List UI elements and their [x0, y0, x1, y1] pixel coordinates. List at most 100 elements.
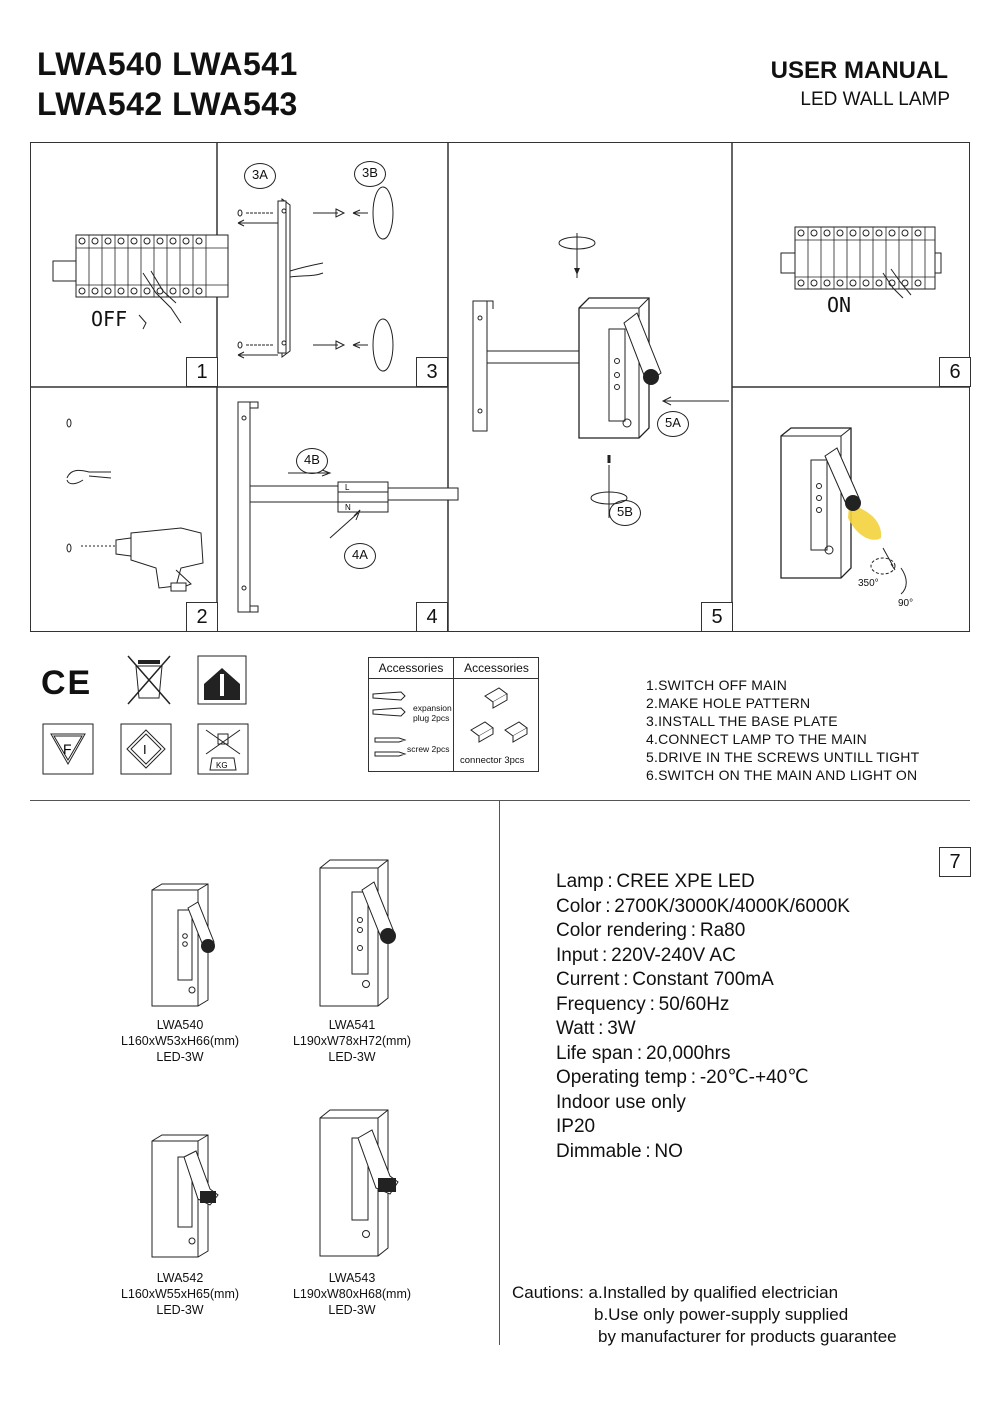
specifications: Lamp : CREE XPE LED Color : 2700K/3000K/…	[556, 870, 850, 1164]
model-power: LED-3W	[156, 1050, 204, 1064]
wiring-connector-icon: L N	[237, 401, 459, 613]
horizontal-divider	[30, 800, 970, 801]
connector-letter-l: L	[345, 483, 350, 492]
screw-label: screw 2pcs	[407, 744, 450, 754]
spec-lamp: Lamp : CREE XPE LED	[556, 871, 755, 892]
weee-bin-icon	[127, 655, 171, 705]
spec-indoor: Indoor use only	[556, 1091, 686, 1113]
panel-number: 2	[186, 602, 218, 632]
model-name: LWA541	[328, 1018, 376, 1032]
model-lwa541-info: LWA541 L190xW78xH72(mm) LED-3W	[282, 1017, 422, 1065]
lamp-lwa541-drawing	[319, 859, 396, 1007]
model-power: LED-3W	[156, 1303, 204, 1317]
panel-number: 3	[416, 357, 448, 387]
panel-1: OFF 1	[31, 143, 229, 388]
step-item: 4.CONNECT LAMP TO THE MAIN	[646, 731, 867, 747]
expansion-plug-icon	[372, 691, 407, 757]
terminal-block-icon	[780, 226, 942, 299]
panel-number: 4	[416, 602, 448, 632]
model-power: LED-3W	[328, 1303, 376, 1317]
spec-input: Input : 220V-240V AC	[556, 944, 736, 966]
step-item: 5.DRIVE IN THE SCREWS UNTILL TIGHT	[646, 749, 920, 765]
spec-life-span: Life span : 20,000hrs	[556, 1042, 731, 1064]
model-dimensions: L190xW78xH72(mm)	[292, 1034, 412, 1048]
model-name: LWA542	[156, 1271, 204, 1285]
accessories-header-1: Accessories	[369, 658, 454, 679]
f-mark-icon: F	[42, 723, 94, 775]
accessories-table: Accessories Accessories expansion plug 2…	[368, 657, 539, 772]
grid-lines	[30, 142, 970, 632]
switch-on-label: ON	[827, 293, 852, 317]
spec-ip: IP20	[556, 1116, 596, 1137]
step-item: 3.INSTALL THE BASE PLATE	[646, 713, 838, 729]
installation-steps: 1.SWITCH OFF MAIN 2.MAKE HOLE PATTERN 3.…	[646, 676, 919, 784]
model-dimensions: L160xW55xH65(mm)	[120, 1287, 240, 1301]
spec-watt: Watt : 3W	[556, 1018, 636, 1039]
title-line-1: LWA540 LWA541	[37, 46, 298, 82]
weight-label: KG	[216, 761, 228, 770]
model-lwa542-info: LWA542 L160xW55xH65(mm) LED-3W	[110, 1270, 250, 1318]
panel-number: 7	[939, 847, 971, 877]
spec-operating-temp: Operating temp : -20℃-+40℃	[556, 1067, 809, 1088]
panel-number: 1	[186, 357, 218, 387]
spec-current: Current : Constant 700mA	[556, 969, 774, 990]
lamp-rotation-icon	[780, 427, 907, 595]
model-name: LWA540	[156, 1018, 204, 1032]
ce-mark: CE	[41, 664, 93, 702]
panel-4: 4B 4A L N 4	[218, 388, 459, 633]
rotation-horizontal-label: 350°	[858, 578, 879, 589]
expansion-plug-label-2: plug 2pcs	[413, 713, 450, 723]
column-divider	[453, 658, 454, 771]
callout-4a: 4A	[344, 543, 376, 569]
spec-color-rendering: Color rendering : Ra80	[556, 920, 746, 941]
panel-6: ON 6	[733, 143, 971, 388]
model-lwa540-info: LWA540 L160xW53xH66(mm) LED-3W	[110, 1017, 250, 1065]
callout-3a: 3A	[244, 163, 276, 189]
step-item: 1.SWITCH OFF MAIN	[646, 677, 788, 693]
model-power: LED-3W	[328, 1050, 376, 1064]
connector-letter-n: N	[345, 503, 351, 512]
manual-title: USER MANUAL	[770, 57, 948, 84]
model-lwa543-info: LWA543 L190xW80xH68(mm) LED-3W	[282, 1270, 422, 1318]
title-line-2: LWA542 LWA543	[37, 86, 298, 122]
lamp-lwa542-drawing	[151, 1134, 219, 1258]
caution-line: by manufacturer for products guarantee	[598, 1327, 897, 1346]
manual-subtitle: LED WALL LAMP	[800, 89, 950, 110]
base-plate-screws-icon	[237, 186, 394, 372]
model-dimensions: L160xW53xH66(mm)	[120, 1034, 240, 1048]
vertical-divider	[499, 800, 500, 1345]
rotation-vertical-label: 90°	[898, 598, 914, 609]
callout-5a: 5A	[657, 411, 689, 437]
class-mark-icon: I	[120, 723, 172, 775]
accessories-header-2: Accessories	[454, 658, 539, 679]
panel-2: 2	[31, 388, 218, 633]
connector-label: connector 3pcs	[460, 755, 525, 766]
spec-frequency: Frequency : 50/60Hz	[556, 993, 730, 1015]
installation-diagram: OFF 1 2 3A 3B	[30, 142, 971, 877]
switch-off-label: OFF	[91, 307, 128, 331]
drill-icon	[66, 418, 204, 592]
lamp-lwa540-drawing	[151, 883, 215, 1007]
model-dimensions: L190xW80xH68(mm)	[292, 1287, 412, 1301]
panel-7: 350° 90° 7	[733, 388, 971, 877]
panel-5: 5A 5B 5	[449, 143, 733, 633]
model-name: LWA543	[328, 1271, 376, 1285]
indoor-use-icon	[197, 655, 247, 705]
cautions: Cautions: a.Installed by qualified elect…	[512, 1282, 897, 1348]
terminal-block-icon	[52, 234, 229, 330]
class-mark-letter: I	[143, 742, 147, 757]
step-item: 2.MAKE HOLE PATTERN	[646, 695, 811, 711]
panel-number: 5	[701, 602, 733, 632]
f-mark-letter: F	[63, 741, 72, 757]
spec-dimmable: Dimmable : NO	[556, 1140, 683, 1162]
panel-3: 3A 3B 3	[218, 143, 449, 388]
callout-3b: 3B	[354, 161, 386, 187]
step-item: 6.SWITCH ON THE MAIN AND LIGHT ON	[646, 767, 918, 783]
caution-line: Cautions: a.Installed by qualified elect…	[512, 1283, 839, 1302]
caution-line: b.Use only power-supply supplied	[594, 1305, 849, 1324]
connector-icon	[470, 687, 528, 743]
lamp-mounting-icon	[472, 233, 729, 518]
spec-color: Color : 2700K/3000K/4000K/6000K	[556, 895, 850, 917]
weight-icon: KG	[197, 723, 249, 775]
lamp-lwa543-drawing	[319, 1109, 399, 1257]
